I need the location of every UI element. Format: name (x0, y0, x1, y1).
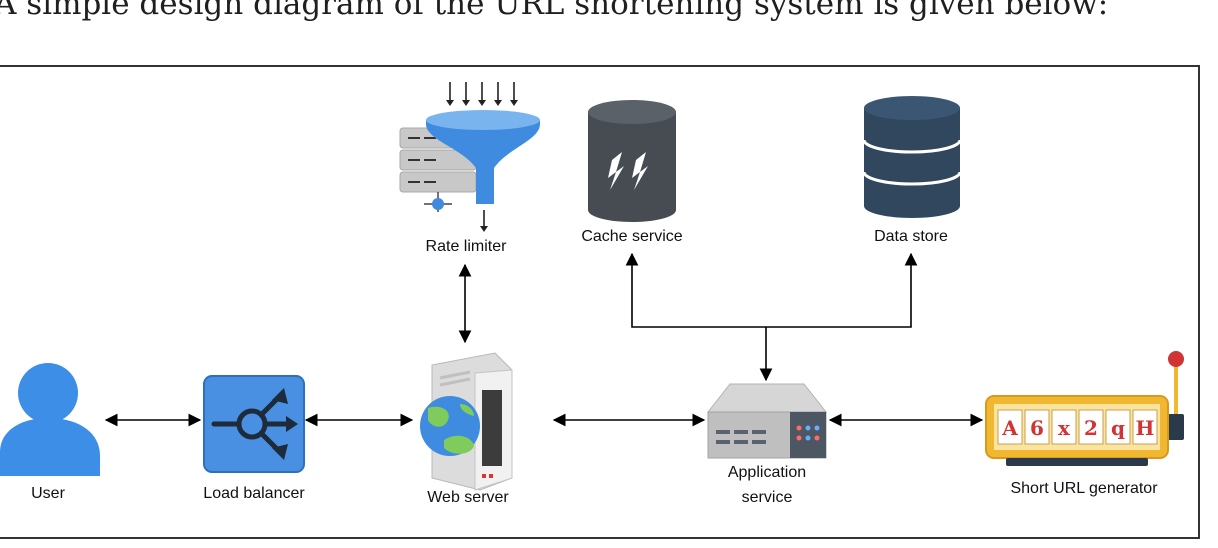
slot-reel (1024, 409, 1050, 445)
cache-service-icon (588, 100, 676, 222)
data-store-label: Data store (874, 228, 948, 245)
slot-reel (1132, 409, 1158, 445)
slot-reel-char: 2 (1084, 416, 1098, 440)
slot-reel (1078, 409, 1104, 445)
page-heading: A simple design diagram of the URL short… (0, 0, 1109, 22)
user-label: User (31, 485, 65, 502)
rate-limiter-icon (399, 82, 540, 232)
application-service-icon (706, 383, 828, 459)
data-store-icon (862, 96, 962, 218)
slot-reel-char: A (1001, 416, 1018, 440)
web-server-icon (420, 352, 513, 491)
connectors (104, 252, 984, 427)
application-service-label-line1: Application (727, 464, 807, 481)
user-icon (0, 363, 100, 476)
slot-reel-char: x (1058, 416, 1071, 440)
slot-reel (1105, 409, 1131, 445)
slot-reel (1051, 409, 1077, 445)
short-url-generator-label: Short URL generator (1010, 480, 1158, 497)
slot-reel-char: H (1136, 416, 1155, 440)
arrow-app-to-cache (625, 252, 766, 328)
arrow-app-to-datastore (766, 252, 918, 328)
load-balancer-icon (203, 375, 305, 473)
cache-service-label: Cache service (581, 228, 683, 245)
diagram-frame (0, 65, 1200, 539)
slot-reel-char: 6 (1030, 416, 1044, 440)
application-service-label-line2: service (741, 489, 793, 506)
slot-reel-char: q (1111, 416, 1125, 440)
slot-reel (997, 409, 1023, 445)
web-server-label: Web server (427, 489, 509, 506)
rate-limiter-label: Rate limiter (425, 238, 507, 255)
slot-machine-icon (985, 351, 1184, 466)
load-balancer-label: Load balancer (203, 485, 305, 502)
